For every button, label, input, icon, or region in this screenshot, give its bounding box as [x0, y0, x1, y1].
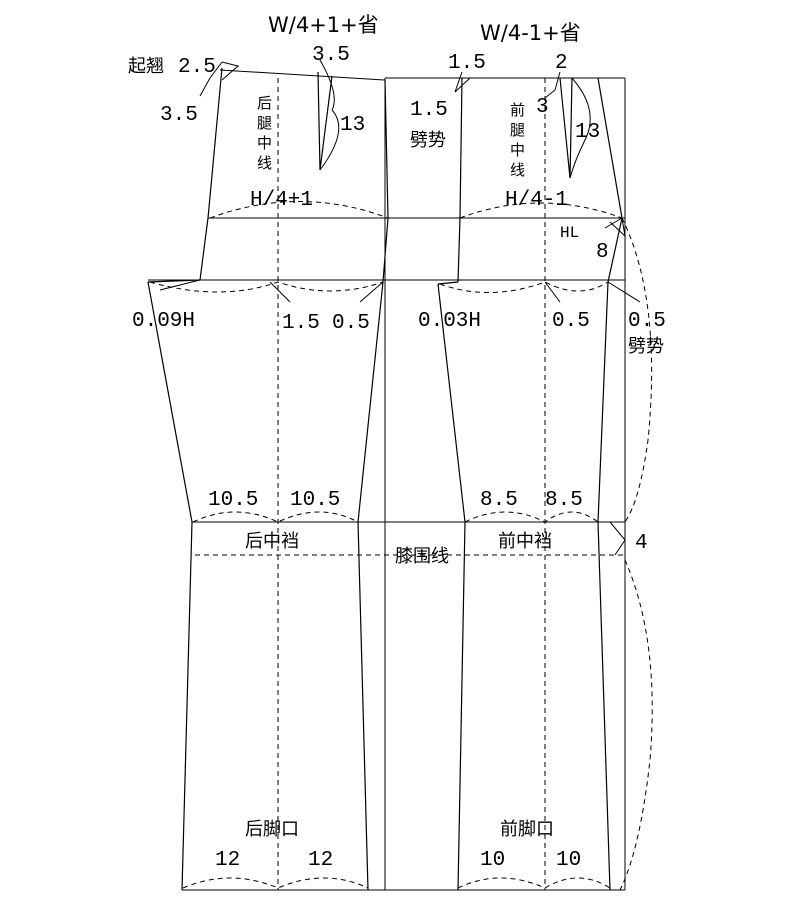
front-knee-right: 8.5: [545, 489, 583, 512]
front-hem-left: 10: [480, 849, 505, 872]
leg-center-lines: [277, 78, 546, 890]
back-knee-left: 10.5: [208, 489, 258, 512]
back-mid-right-value: 0.5: [332, 312, 370, 335]
front-hem-right: 10: [556, 849, 581, 872]
hip-side-value: 8: [596, 241, 609, 264]
front-hem-label: 前脚口: [500, 819, 554, 840]
front-crotch-value: 0.03H: [418, 310, 481, 333]
front-side-value: 1.5: [448, 52, 486, 75]
back-rise-label: 起翘: [128, 56, 164, 77]
front-pleat-label: 劈势: [410, 130, 446, 151]
knee-line-label: 膝围线: [395, 546, 449, 567]
back-center-line-label: 后 腿 中 线: [257, 94, 272, 172]
front-dart-length: 13: [575, 121, 600, 144]
back-crotch-value: 0.09H: [132, 310, 195, 333]
back-rise-offset: 3.5: [160, 104, 198, 127]
crotch-side-label: 劈势: [628, 336, 664, 357]
front-center-char: 腿: [510, 121, 525, 139]
front-knee-left: 8.5: [480, 489, 518, 512]
hl-label: HL: [560, 224, 579, 242]
leader-lines: [159, 59, 641, 556]
front-small-value: 3: [536, 96, 549, 119]
back-dart-length: 13: [340, 114, 365, 137]
front-hip-formula: H/4-1: [505, 189, 568, 212]
front-mid-value: 0.5: [552, 310, 590, 333]
front-dart-width: 2: [555, 52, 568, 75]
back-rise-value: 2.5: [178, 56, 216, 79]
back-knee-label: 后中裆: [245, 531, 299, 552]
back-knee-right: 10.5: [290, 489, 340, 512]
measurement-curves: [149, 201, 653, 891]
front-inner-value: 1.5: [410, 99, 448, 122]
back-hem-label: 后脚口: [245, 819, 299, 840]
back-hem-left: 12: [215, 849, 240, 872]
back-center-char: 线: [257, 154, 272, 172]
knee-side-value: 4: [635, 532, 648, 555]
front-center-char: 线: [510, 161, 525, 179]
front-center-line-label: 前 腿 中 线: [510, 101, 525, 179]
front-center-char: 中: [510, 141, 525, 159]
back-dart-width: 3.5: [312, 44, 350, 67]
back-center-char: 腿: [257, 114, 272, 132]
front-knee-label: 前中裆: [498, 531, 552, 552]
front-center-char: 前: [510, 101, 525, 119]
back-center-char: 后: [257, 94, 272, 112]
back-waist-formula: W/4+1+省: [268, 13, 379, 37]
crotch-side-value: 0.5: [628, 310, 666, 333]
back-hem-right: 12: [308, 849, 333, 872]
back-center-char: 中: [257, 134, 272, 152]
back-mid-left-value: 1.5: [282, 312, 320, 335]
front-waist-formula: W/4-1+省: [480, 21, 581, 45]
back-hip-formula: H/4+1: [250, 189, 313, 212]
